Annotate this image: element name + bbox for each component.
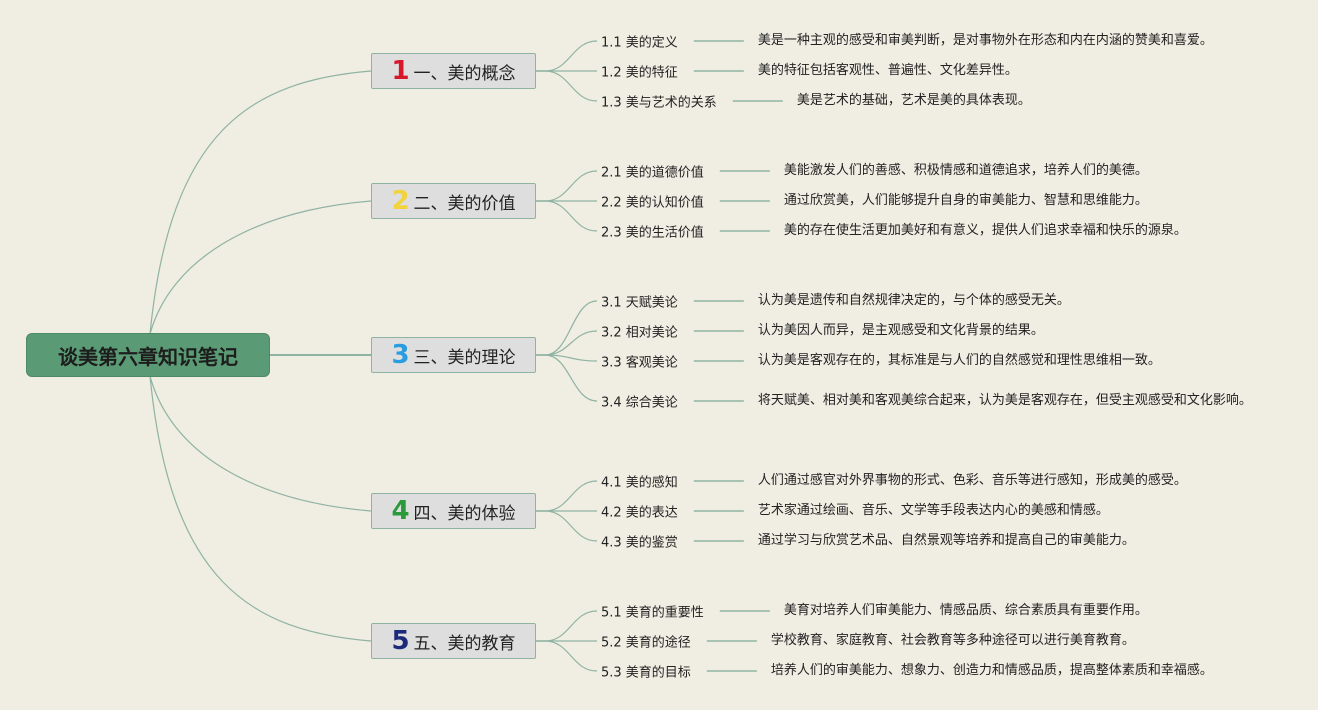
root-branch-connector xyxy=(149,375,372,512)
branch-item-connector xyxy=(536,40,598,72)
sub-topic-description[interactable]: 通过欣赏美，人们能够提升自身的审美能力、智慧和思维能力。 xyxy=(783,193,1148,208)
number-badge-icon: 2 xyxy=(391,186,410,216)
branch-title: 五、美的教育 xyxy=(413,633,516,654)
sub-topic-label[interactable]: 1.2 美的特征 xyxy=(601,65,678,81)
number-badge-icon: 4 xyxy=(391,496,410,526)
branch-title: 二、美的价值 xyxy=(413,193,516,214)
branch-item-connector xyxy=(536,510,598,542)
number-badge-icon: 3 xyxy=(391,340,410,370)
sub-topic-label[interactable]: 3.3 客观美论 xyxy=(601,355,678,371)
branch-title: 四、美的体验 xyxy=(413,503,516,524)
sub-topic-description[interactable]: 美能激发人们的善感、积极情感和道德追求，培养人们的美德。 xyxy=(783,163,1148,178)
sub-topic-label[interactable]: 3.2 相对美论 xyxy=(601,325,678,341)
sub-topic-description[interactable]: 认为美是客观存在的，其标准是与人们的自然感觉和理性思维相一致。 xyxy=(757,353,1161,368)
sub-topic-label[interactable]: 4.1 美的感知 xyxy=(601,475,678,491)
root-branch-connector xyxy=(149,200,372,335)
sub-topic-description[interactable]: 美是一种主观的感受和审美判断，是对事物外在形态和内在内涵的赞美和喜爱。 xyxy=(757,33,1213,48)
sub-topic-description[interactable]: 培养人们的审美能力、想象力、创造力和情感品质，提高整体素质和幸福感。 xyxy=(770,663,1213,678)
sub-topic-label[interactable]: 2.3 美的生活价值 xyxy=(601,225,704,241)
sub-topic-label[interactable]: 1.3 美与艺术的关系 xyxy=(601,95,717,111)
sub-topic-description[interactable]: 美育对培养人们审美能力、情感品质、综合素质具有重要作用。 xyxy=(783,603,1148,618)
sub-topic-label[interactable]: 2.1 美的道德价值 xyxy=(601,165,704,181)
sub-topic-description[interactable]: 人们通过感官对外界事物的形式、色彩、音乐等进行感知，形成美的感受。 xyxy=(757,473,1187,488)
root-branch-connector xyxy=(149,375,372,642)
sub-topic-description[interactable]: 将天赋美、相对美和客观美综合起来，认为美是客观存在，但受主观感受和文化影响。 xyxy=(757,393,1252,408)
sub-topic-description[interactable]: 美的存在使生活更加美好和有意义，提供人们追求幸福和快乐的源泉。 xyxy=(783,223,1187,238)
sub-topic-description[interactable]: 通过学习与欣赏艺术品、自然景观等培养和提高自己的审美能力。 xyxy=(757,533,1135,548)
branch-item-connector xyxy=(536,70,598,102)
sub-topic-label[interactable]: 4.3 美的鉴赏 xyxy=(601,535,678,551)
sub-topic-description[interactable]: 学校教育、家庭教育、社会教育等多种途径可以进行美育教育。 xyxy=(770,633,1135,648)
number-badge-icon: 1 xyxy=(391,56,410,86)
sub-topic-label[interactable]: 5.2 美育的途径 xyxy=(601,635,691,651)
branch-title: 三、美的理论 xyxy=(413,347,516,368)
branch-title: 一、美的概念 xyxy=(413,63,516,84)
branch-item-connector xyxy=(536,354,598,362)
branch-item-connector xyxy=(536,170,598,202)
sub-topic-description[interactable]: 艺术家通过绘画、音乐、文学等手段表达内心的美感和情感。 xyxy=(757,503,1109,518)
sub-topic-label[interactable]: 4.2 美的表达 xyxy=(601,505,678,521)
branch-item-connector xyxy=(536,200,598,232)
branch-item-connector xyxy=(536,330,598,356)
sub-topic-description[interactable]: 美的特征包括客观性、普遍性、文化差异性。 xyxy=(757,63,1018,78)
root-node[interactable]: 谈美第六章知识笔记 xyxy=(26,333,270,377)
sub-topic-label[interactable]: 2.2 美的认知价值 xyxy=(601,195,704,211)
branch-item-connector xyxy=(536,480,598,512)
sub-topic-label[interactable]: 1.1 美的定义 xyxy=(601,35,678,51)
sub-topic-description[interactable]: 认为美因人而异，是主观感受和文化背景的结果。 xyxy=(757,323,1044,338)
branch-item-connector xyxy=(536,354,598,402)
root-branch-connector xyxy=(149,70,372,335)
sub-topic-label[interactable]: 5.3 美育的目标 xyxy=(601,665,691,681)
root-title: 谈美第六章知识笔记 xyxy=(58,344,238,369)
branch-item-connector xyxy=(536,640,598,672)
branch-item-connector xyxy=(536,610,598,642)
sub-topic-label[interactable]: 3.1 天赋美论 xyxy=(601,295,678,311)
sub-topic-label[interactable]: 5.1 美育的重要性 xyxy=(601,605,704,621)
sub-topic-description[interactable]: 美是艺术的基础，艺术是美的具体表现。 xyxy=(796,93,1031,108)
sub-topic-description[interactable]: 认为美是遗传和自然规律决定的，与个体的感受无关。 xyxy=(757,293,1070,308)
sub-topic-label[interactable]: 3.4 综合美论 xyxy=(601,395,678,411)
number-badge-icon: 5 xyxy=(391,626,410,656)
